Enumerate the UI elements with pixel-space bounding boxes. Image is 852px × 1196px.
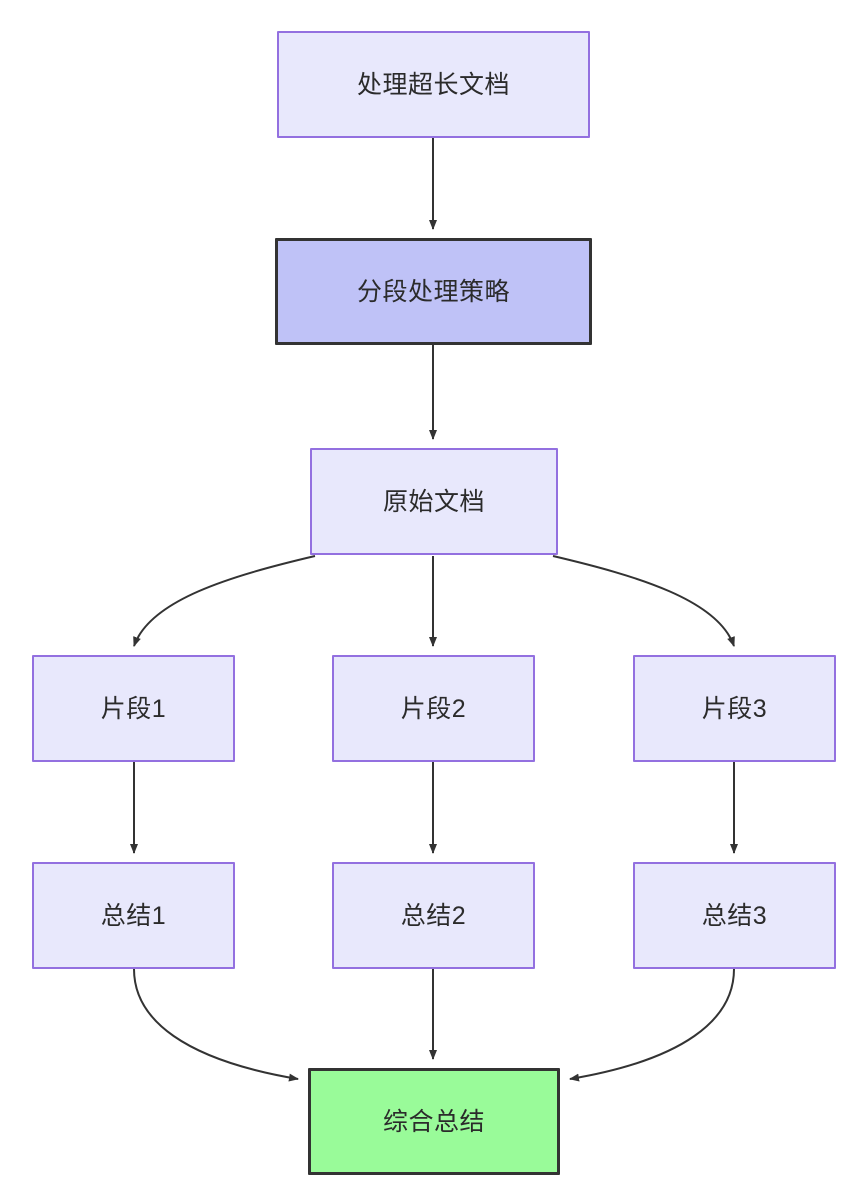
node-final-summary-label: 综合总结	[382, 1107, 485, 1136]
edge-source-doc-to-segment-3	[552, 555, 735, 647]
node-chunk-strategy[interactable]: 分段处理策略	[275, 238, 592, 345]
node-summary-3[interactable]: 总结3	[633, 862, 836, 969]
edge-source-doc-to-segment-1	[133, 555, 316, 647]
node-summary-3-label: 总结3	[701, 901, 768, 930]
node-segment-2-label: 片段2	[400, 694, 467, 723]
node-source-doc[interactable]: 原始文档	[310, 448, 558, 555]
node-long-doc-label: 处理超长文档	[356, 70, 510, 99]
node-summary-1[interactable]: 总结1	[32, 862, 235, 969]
node-segment-3[interactable]: 片段3	[633, 655, 836, 762]
node-segment-2[interactable]: 片段2	[332, 655, 535, 762]
edge-summary-1-to-final-summary	[133, 968, 299, 1082]
node-summary-1-label: 总结1	[100, 901, 167, 930]
node-segment-1[interactable]: 片段1	[32, 655, 235, 762]
node-summary-2[interactable]: 总结2	[332, 862, 535, 969]
node-source-doc-label: 原始文档	[382, 487, 485, 516]
node-final-summary[interactable]: 综合总结	[308, 1068, 560, 1175]
edge-summary-3-to-final-summary	[569, 968, 735, 1082]
node-segment-3-label: 片段3	[701, 694, 768, 723]
node-summary-2-label: 总结2	[400, 901, 467, 930]
node-long-doc[interactable]: 处理超长文档	[277, 31, 590, 138]
node-chunk-strategy-label: 分段处理策略	[356, 277, 510, 306]
node-segment-1-label: 片段1	[100, 694, 167, 723]
